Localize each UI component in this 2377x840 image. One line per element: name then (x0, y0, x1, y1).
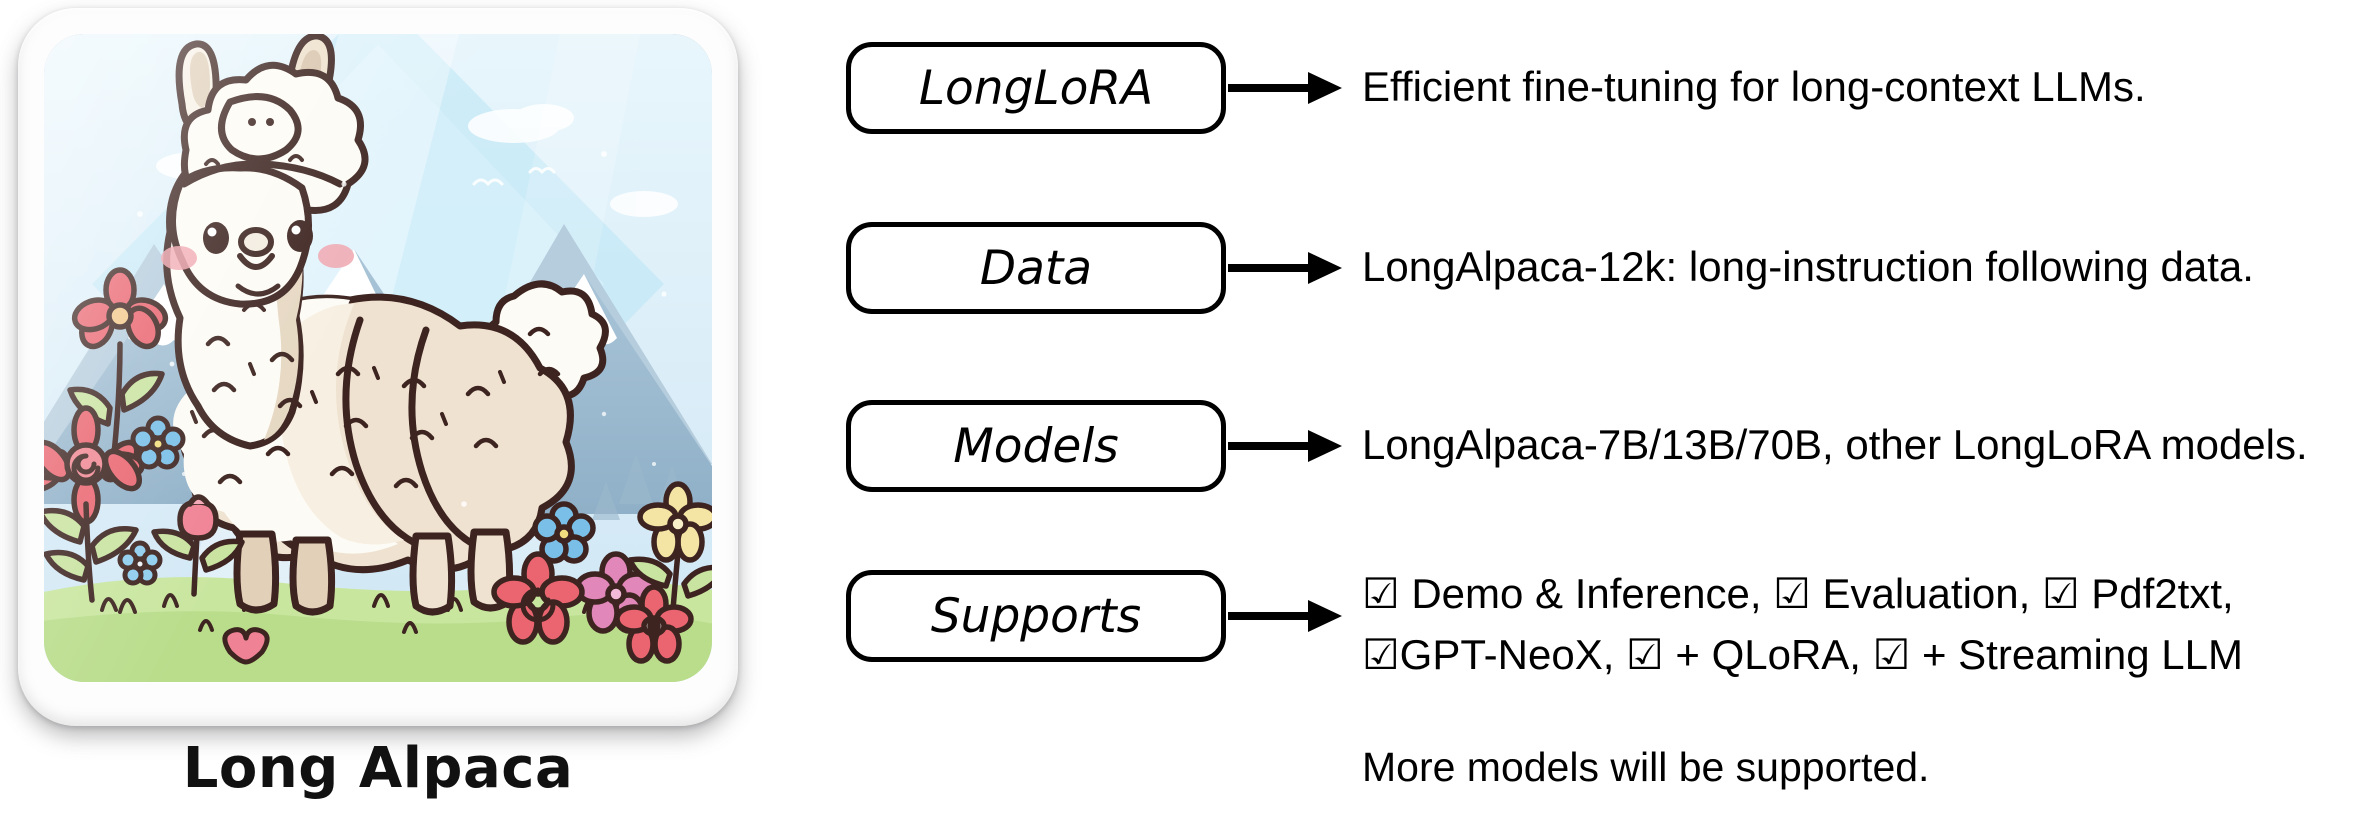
description-data: LongAlpaca-12k: long-instruction followi… (1362, 243, 2254, 290)
arrow-shaft (1228, 612, 1314, 620)
card-frame (18, 8, 738, 726)
node-data-label: Data (979, 240, 1093, 296)
node-supports-label: Supports (930, 588, 1142, 644)
flow-diagram: LongLoRA Efficient fine-tuning for long-… (846, 0, 2377, 840)
node-models-label: Models (953, 418, 1119, 474)
alpaca-illustration-card: Long Alpaca (18, 8, 738, 801)
alpaca-scene (44, 34, 712, 682)
arrow-head (1308, 430, 1342, 462)
arrow-right-icon (1228, 72, 1344, 104)
description-supports-line-1: ☑ Demo & Inference, ☑ Evaluation, ☑ Pdf2… (1362, 570, 2234, 617)
node-supports[interactable]: Supports (846, 570, 1226, 662)
arrow-right-icon (1228, 252, 1344, 284)
node-longlora-label: LongLoRA (918, 60, 1154, 116)
alpaca-scene-svg (44, 34, 712, 682)
arrow-head (1308, 252, 1342, 284)
arrow-right-icon (1228, 600, 1344, 632)
arrow-right-icon (1228, 430, 1344, 462)
illustration-caption: Long Alpaca (182, 736, 574, 801)
arrow-shaft (1228, 84, 1314, 92)
node-longlora[interactable]: LongLoRA (846, 42, 1226, 134)
description-models: LongAlpaca-7B/13B/70B, other LongLoRA mo… (1362, 421, 2308, 468)
arrow-head (1308, 72, 1342, 104)
arrow-shaft (1228, 264, 1314, 272)
arrow-shaft (1228, 442, 1314, 450)
footnote: More models will be supported. (1362, 744, 1930, 790)
card-screen (44, 34, 712, 682)
node-data[interactable]: Data (846, 222, 1226, 314)
arrow-head (1308, 600, 1342, 632)
node-models[interactable]: Models (846, 400, 1226, 492)
description-supports: ☑ Demo & Inference, ☑ Evaluation, ☑ Pdf2… (1362, 564, 2372, 686)
description-supports-line-2: ☑GPT-NeoX, ☑ + QLoRA, ☑ + Streaming LLM (1362, 630, 2243, 678)
description-longlora: Efficient fine-tuning for long-context L… (1362, 63, 2146, 110)
